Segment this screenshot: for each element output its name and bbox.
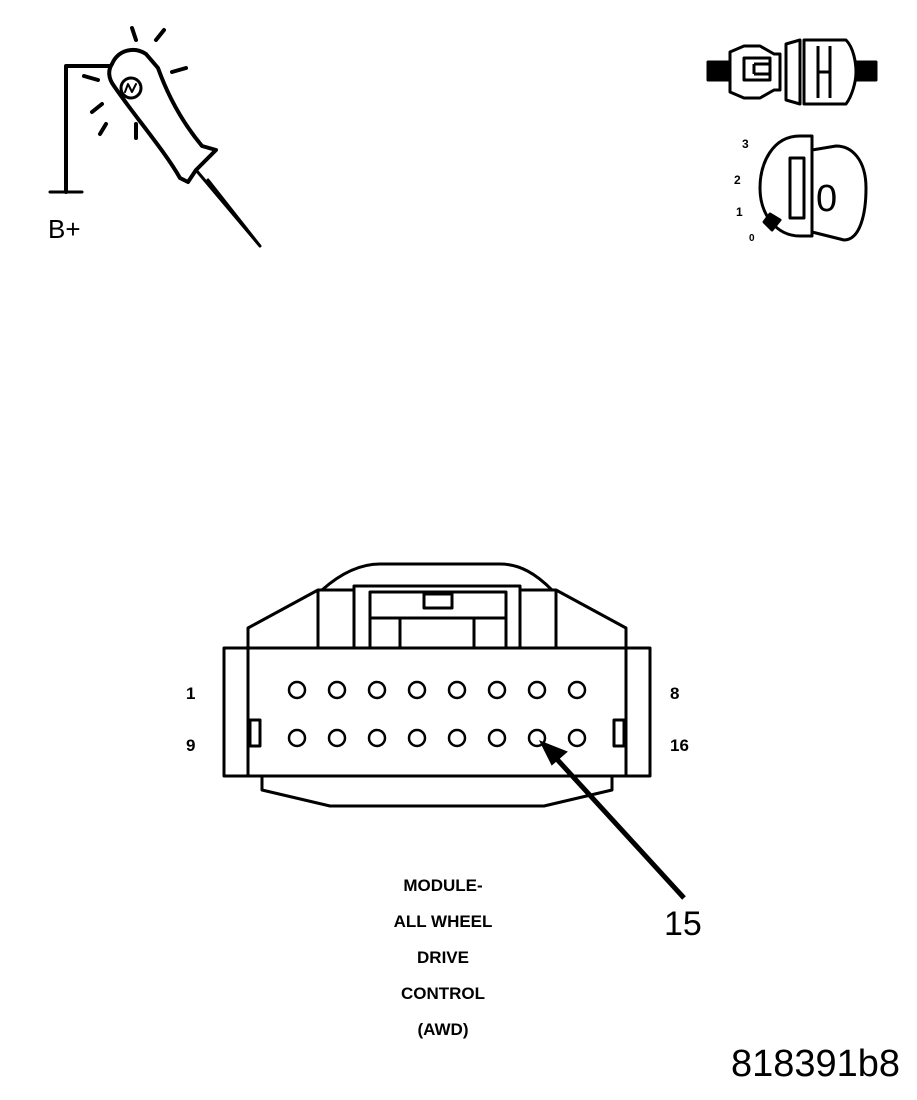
connector-caption: MODULE- ALL WHEEL DRIVE CONTROL (AWD) <box>343 868 543 1048</box>
caption-line: (AWD) <box>417 1020 469 1039</box>
caption-line: ALL WHEEL <box>393 912 493 931</box>
key-position-2: 2 <box>734 173 741 187</box>
connector-disconnected-icon <box>706 38 878 106</box>
pin-label-1: 1 <box>186 684 196 703</box>
callout-pin-label: 15 <box>664 905 702 943</box>
key-position-1: 1 <box>736 205 743 219</box>
caption-line: MODULE- <box>403 876 483 895</box>
pin-label-8: 8 <box>670 684 680 703</box>
caption-line: DRIVE <box>417 948 469 967</box>
pin-label-16: 16 <box>670 736 689 755</box>
pin-row-top <box>287 680 587 700</box>
pin-row-bottom <box>287 728 587 748</box>
awd-connector-face <box>222 562 652 808</box>
callout-arrow <box>538 740 686 900</box>
key-position-0: 0 <box>749 233 755 244</box>
figure-id: 818391b8 <box>731 1043 901 1085</box>
pin-label-9: 9 <box>186 736 196 755</box>
test-light-icon <box>48 26 262 248</box>
key-face-label: 0 <box>816 178 838 220</box>
probe-label: B+ <box>48 214 81 244</box>
caption-line: CONTROL <box>400 984 486 1003</box>
ignition-key-icon <box>758 134 868 242</box>
key-position-3: 3 <box>742 137 749 151</box>
